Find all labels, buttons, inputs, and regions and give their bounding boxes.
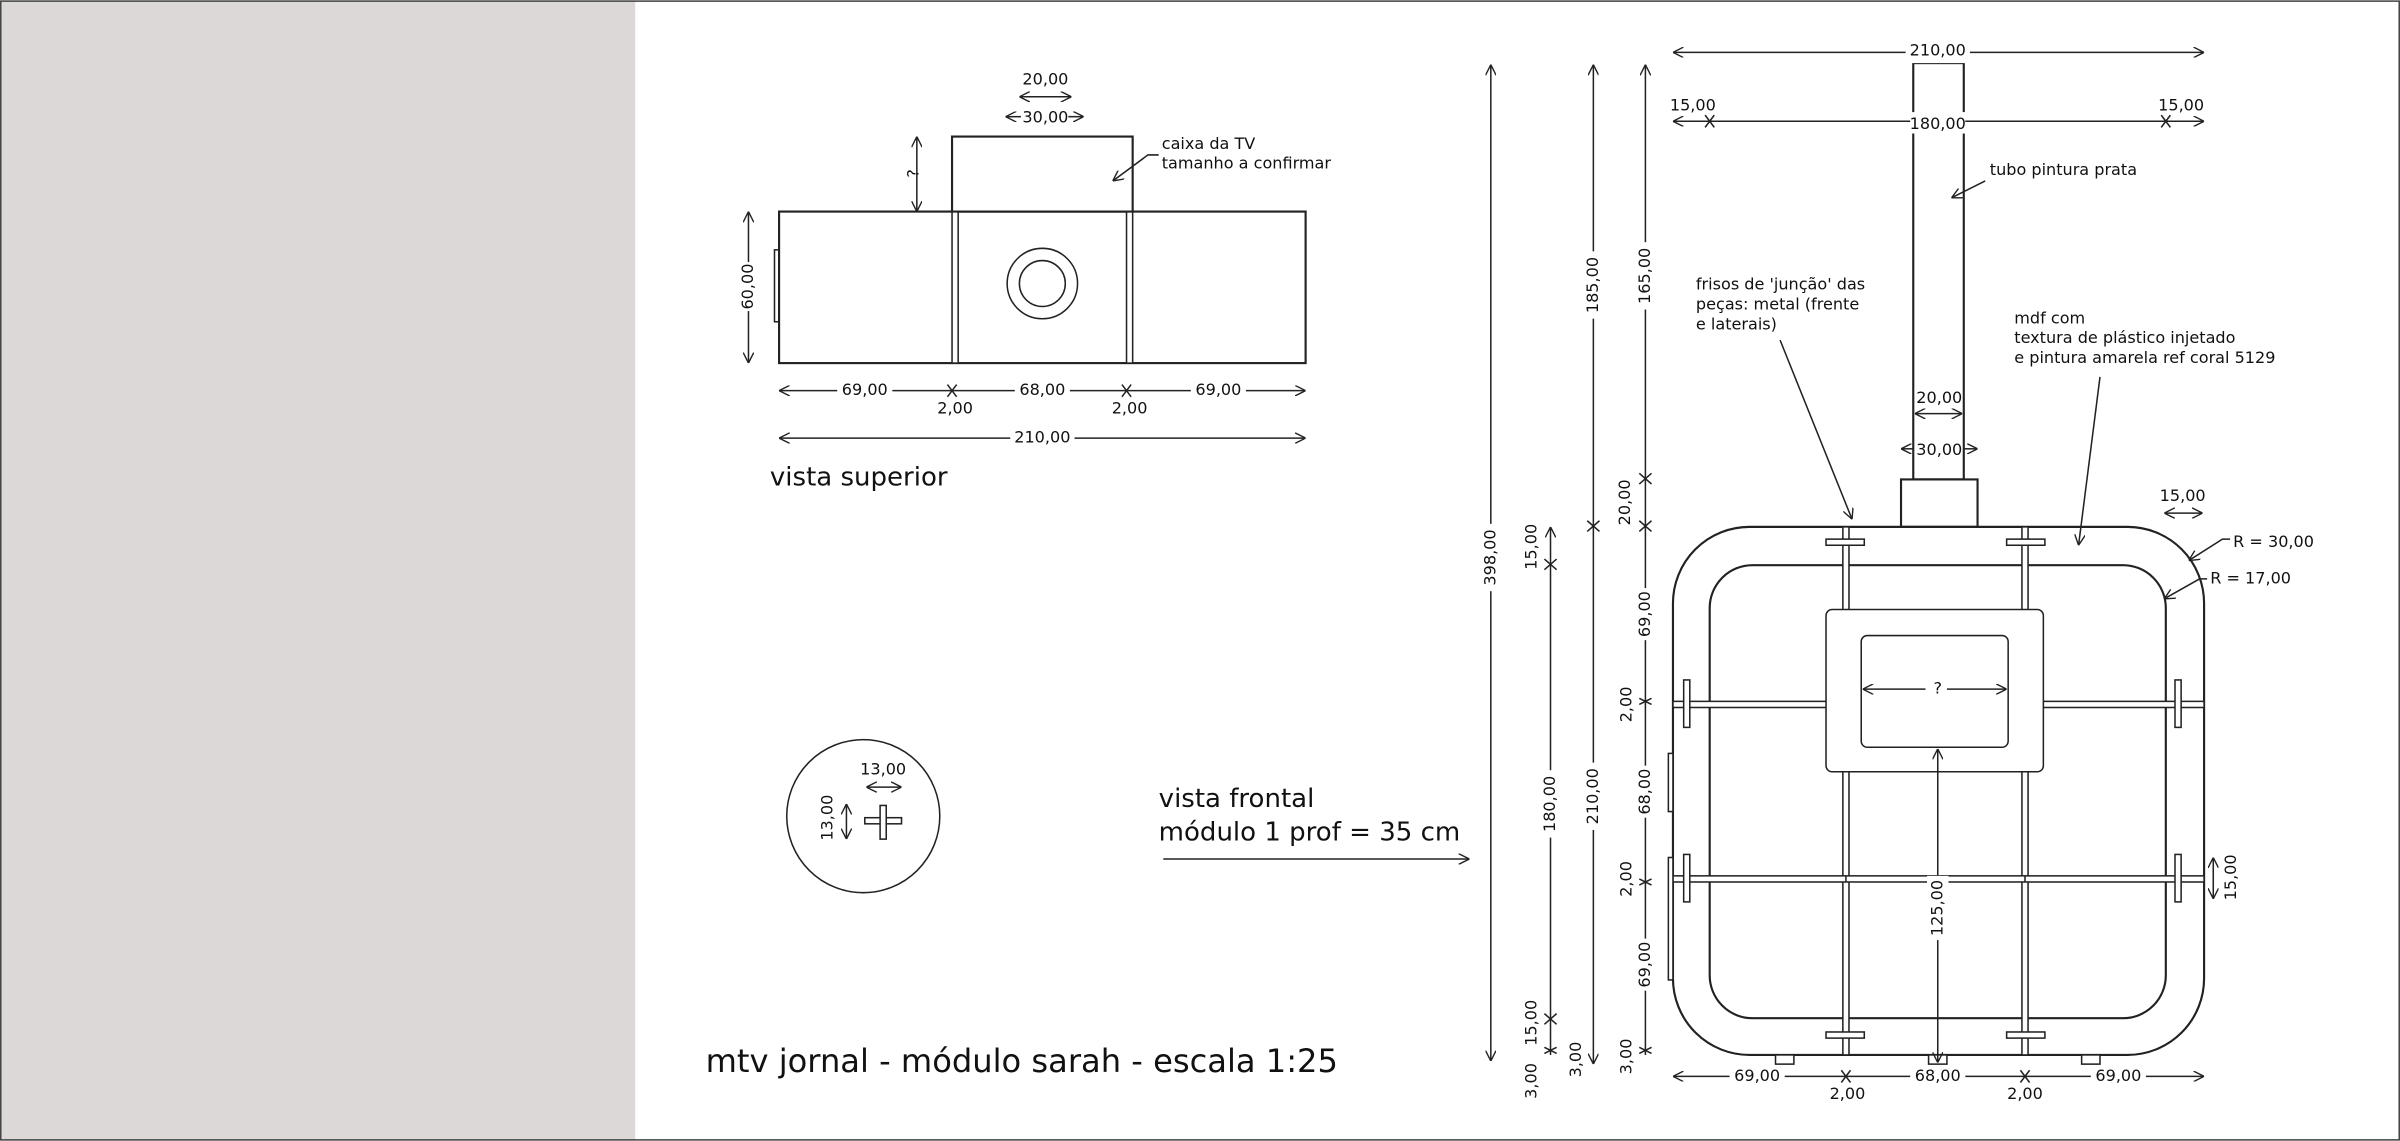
dim-bottom-center: 68,00: [1915, 1066, 1961, 1085]
note-mdf: mdf com: [2014, 308, 2085, 327]
note-mdf-3: e pintura amarela ref coral 5129: [2014, 348, 2275, 367]
dim-foot-1: 3,00: [1617, 1039, 1636, 1075]
module-depth-label: módulo 1 prof = 35 cm: [1159, 818, 1461, 848]
front-view: ? 125,00 210,00 180,00 15,00 15,00 tubo …: [1480, 40, 2314, 1103]
dim-bottom-left: 69,00: [1734, 1066, 1780, 1085]
tv-box: [950, 135, 1134, 213]
detail-dim-v: 13,00: [818, 795, 837, 841]
note-tube: tubo pintura prata: [1990, 160, 2137, 179]
dim-body-height: 210,00: [1583, 768, 1602, 824]
dim-pole-height: 165,00: [1635, 248, 1654, 304]
note-frisos-3: e laterais): [1696, 314, 1777, 333]
top-view-label: vista superior: [770, 463, 948, 493]
dim-frame-bottom: 15,00: [1522, 1000, 1541, 1046]
dim-upper-height: 185,00: [1583, 257, 1602, 313]
note-mdf-2: textura de plástico injetado: [2014, 328, 2235, 347]
dim-margin-right: 15,00: [2158, 95, 2204, 114]
dim-screen-h: 125,00: [1927, 880, 1946, 936]
joint-detail: 13,00 13,00: [785, 738, 941, 894]
dim-row3: 69,00: [1635, 942, 1654, 988]
dim-frame-top: 15,00: [1522, 524, 1541, 570]
dim-pole-outer: 30,00: [1022, 108, 1068, 127]
dim-pole-inner: 20,00: [1022, 69, 1068, 88]
dim-frame-inner: 180,00: [1540, 776, 1559, 832]
dim-total: 210,00: [1014, 428, 1070, 447]
dim-foot-3: 3,00: [1522, 1063, 1541, 1099]
note-frisos-2: peças: metal (frente: [1696, 295, 1859, 314]
dim-border: 15,00: [2160, 486, 2206, 505]
front-view-label: vista frontal: [1159, 784, 1315, 814]
drawing-title: mtv jornal - módulo sarah - escala 1:25: [706, 1042, 1338, 1080]
note-frisos: frisos de 'junção' das: [1696, 275, 1865, 294]
dim-row-gap1: 2,00: [1617, 687, 1636, 723]
dim-foot-2: 3,00: [1566, 1042, 1585, 1078]
note-radius-outer: R = 30,00: [2233, 532, 2314, 551]
note-tv-box-size: tamanho a confirmar: [1162, 154, 1332, 173]
dim-screen-w: ?: [1933, 679, 1942, 698]
dim-gap1: 2,00: [937, 399, 973, 418]
dim-center: 68,00: [1019, 380, 1065, 399]
dim-row1: 69,00: [1635, 591, 1654, 637]
pole-outer-circle: [1006, 247, 1079, 320]
dim-pole-outer-front: 30,00: [1916, 440, 1962, 459]
dim-left: 69,00: [842, 380, 888, 399]
note-radius-inner: R = 17,00: [2210, 569, 2291, 588]
side-panel: [0, 0, 636, 1141]
dim-bottom-gap1: 2,00: [1830, 1084, 1866, 1103]
top-view: 20,00 30,00 ? caixa da TV tamanho a conf…: [737, 69, 1332, 493]
dim-bottom-gap2: 2,00: [2007, 1084, 2043, 1103]
dim-top-total: 210,00: [1910, 40, 1966, 59]
pole-inner-circle: [1018, 259, 1067, 308]
dim-tv-depth: ?: [903, 169, 922, 178]
dim-total-height: 398,00: [1480, 529, 1499, 585]
dim-right: 69,00: [1195, 380, 1241, 399]
dim-row2: 68,00: [1635, 769, 1654, 815]
note-tv-box: caixa da TV: [1162, 134, 1256, 153]
dim-gap2: 2,00: [1112, 399, 1148, 418]
pole-base: [1899, 478, 1979, 528]
dim-tab: 15,00: [2221, 854, 2240, 900]
dim-bottom-right: 69,00: [2095, 1066, 2141, 1085]
dim-row-gap2: 2,00: [1617, 861, 1636, 897]
dim-depth: 60,00: [738, 264, 757, 310]
dim-inner-width: 180,00: [1910, 114, 1966, 133]
dim-pole-inner-front: 20,00: [1916, 388, 1962, 407]
dim-margin-left: 15,00: [1670, 95, 1716, 114]
detail-dim-h: 13,00: [860, 760, 906, 779]
dim-base-height: 20,00: [1615, 479, 1634, 525]
